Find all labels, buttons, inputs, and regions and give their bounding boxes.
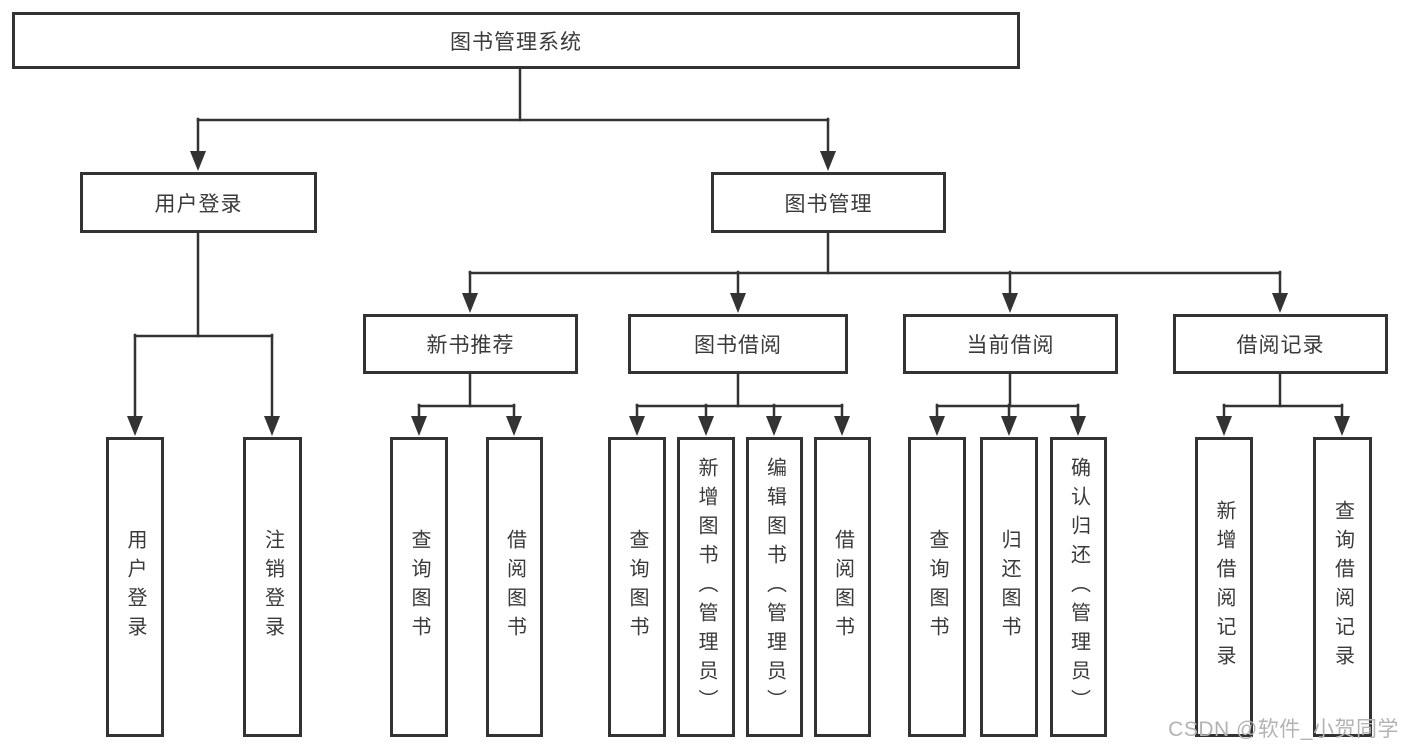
node-leaf-add-books-admin: 新增图书（管理员） <box>677 437 735 737</box>
leaf-label: 查询图书 <box>408 529 430 645</box>
leaf-label: 注销登录 <box>261 529 284 645</box>
node-system-root: 图书管理系统 <box>12 12 1020 69</box>
connector-new-book-to-leaves <box>411 372 522 436</box>
node-leaf-borrow-books-recommend: 借阅图书 <box>486 437 543 737</box>
connector-current-borrow-to-leaves <box>929 372 1086 436</box>
node-group-current-borrow: 当前借阅 <box>903 314 1118 374</box>
node-leaf-edit-books-admin: 编辑图书（管理员） <box>746 437 803 737</box>
leaf-label: 新增图书（管理员） <box>695 456 717 718</box>
csdn-watermark: CSDN @软件_小贺同学 <box>1168 718 1399 741</box>
node-branch-user-login: 用户登录 <box>80 172 317 233</box>
node-leaf-borrow-books: 借阅图书 <box>814 437 871 737</box>
leaf-label: 查询图书 <box>926 529 948 645</box>
connector-user-login-to-leaves <box>127 231 280 436</box>
leaf-label: 确认归还（管理员） <box>1067 456 1090 718</box>
connector-borrow-records-to-leaves <box>1216 372 1350 436</box>
node-group-borrow-records: 借阅记录 <box>1173 314 1388 374</box>
leaf-label: 借阅图书 <box>503 529 526 645</box>
connector-book-borrow-to-leaves <box>629 372 850 436</box>
leaf-label: 编辑图书（管理员） <box>763 456 786 718</box>
node-leaf-user-login: 用户登录 <box>106 437 164 737</box>
leaf-label: 归还图书 <box>998 529 1020 645</box>
node-leaf-query-books-recommend: 查询图书 <box>390 437 448 737</box>
leaf-label: 查询借阅记录 <box>1331 500 1354 674</box>
connector-book-mgmt-to-groups <box>462 231 1288 313</box>
node-leaf-query-books-current: 查询图书 <box>908 437 966 737</box>
node-leaf-return-books: 归还图书 <box>980 437 1038 737</box>
node-leaf-confirm-return-admin: 确认归还（管理员） <box>1050 437 1107 737</box>
connector-root-to-branches <box>190 67 836 171</box>
node-leaf-logout: 注销登录 <box>243 437 302 737</box>
node-leaf-query-books-borrow: 查询图书 <box>608 437 666 737</box>
leaf-label: 新增借阅记录 <box>1213 500 1235 674</box>
node-group-book-borrow: 图书借阅 <box>628 314 848 374</box>
node-branch-book-management: 图书管理 <box>711 172 946 233</box>
leaf-label: 用户登录 <box>124 529 146 645</box>
node-leaf-add-borrow-record: 新增借阅记录 <box>1195 437 1253 737</box>
leaf-label: 借阅图书 <box>831 529 854 645</box>
node-group-new-book-recommend: 新书推荐 <box>363 314 578 374</box>
leaf-label: 查询图书 <box>626 529 648 645</box>
node-leaf-query-borrow-record: 查询借阅记录 <box>1313 437 1372 737</box>
